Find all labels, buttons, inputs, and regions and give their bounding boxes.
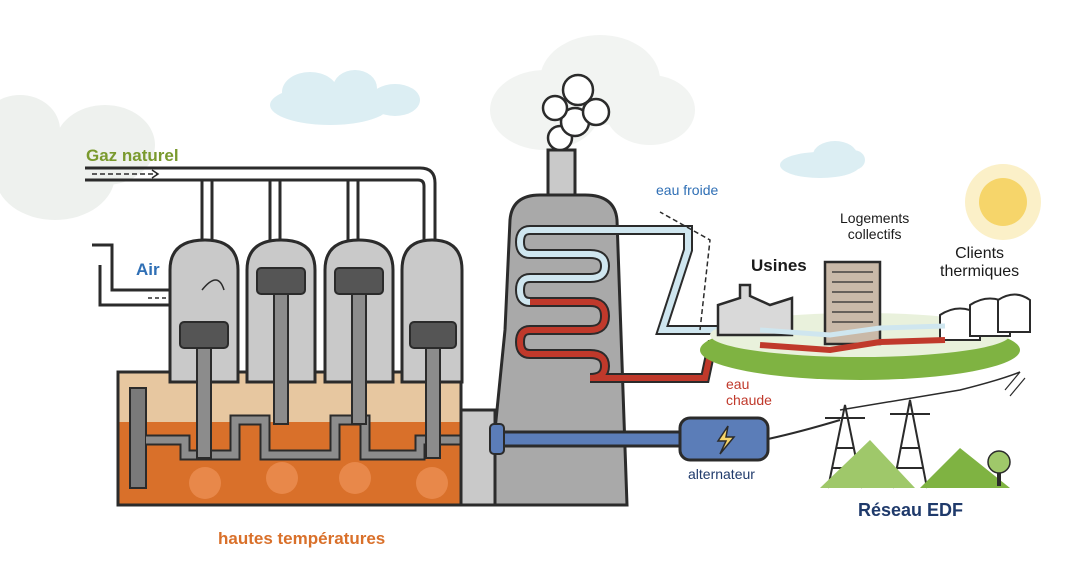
gas-label: Gaz naturel (86, 146, 179, 165)
gas-flow-arrow (92, 169, 160, 179)
housing-label-line1: Logements (840, 210, 910, 226)
thermal-clients-label-line2: thermiques (940, 263, 1020, 281)
greenhouse-icon (939, 293, 1031, 341)
cylinder (245, 238, 317, 425)
tree-icon (987, 450, 1011, 486)
cold-water-label: eau froide (656, 182, 719, 198)
district-pipe-cold (759, 323, 946, 338)
pylon-icon (825, 404, 865, 489)
flame-icon (189, 462, 448, 499)
lightning-icon (716, 425, 736, 455)
alternator (678, 416, 770, 462)
hot-water-label: eau chaude (726, 376, 772, 408)
pylon-icon (890, 399, 930, 489)
cylinder (168, 238, 240, 459)
housing-label: Logements collectifs (840, 210, 909, 242)
cylinder (323, 238, 395, 425)
thermal-clients-label: Clients thermiques (940, 245, 1019, 282)
cloud-icon (780, 141, 865, 178)
mountains (820, 440, 1010, 488)
sun-icon (965, 164, 1041, 240)
air-pipe (92, 243, 190, 307)
power-cable (767, 419, 841, 440)
smoke-icon (541, 73, 611, 152)
factories-label: Usines (751, 256, 807, 275)
alternator-shaft (498, 430, 684, 448)
cold-water-arrow (659, 211, 711, 331)
power-line (839, 371, 1021, 411)
flywheel (129, 387, 147, 489)
power-grid-label: Réseau EDF (858, 500, 964, 520)
cylinder (400, 238, 464, 459)
hot-water-label-line2: chaude (726, 392, 772, 409)
cloud-icon (0, 95, 155, 220)
hot-water-label-line1: eau (726, 376, 750, 392)
thermal-clients-label-line1: Clients (955, 245, 1005, 262)
air-label: Air (136, 260, 160, 279)
alternator-label: alternateur (688, 466, 755, 482)
high-temperature-label: hautes températures (218, 529, 386, 548)
cloud-icon (270, 70, 420, 125)
factory-icon (716, 283, 794, 337)
housing-label-line2: collectifs (847, 226, 902, 243)
exhaust-duct (459, 408, 497, 507)
gas-pipe (85, 166, 437, 245)
district-pipe-hot (759, 337, 946, 354)
